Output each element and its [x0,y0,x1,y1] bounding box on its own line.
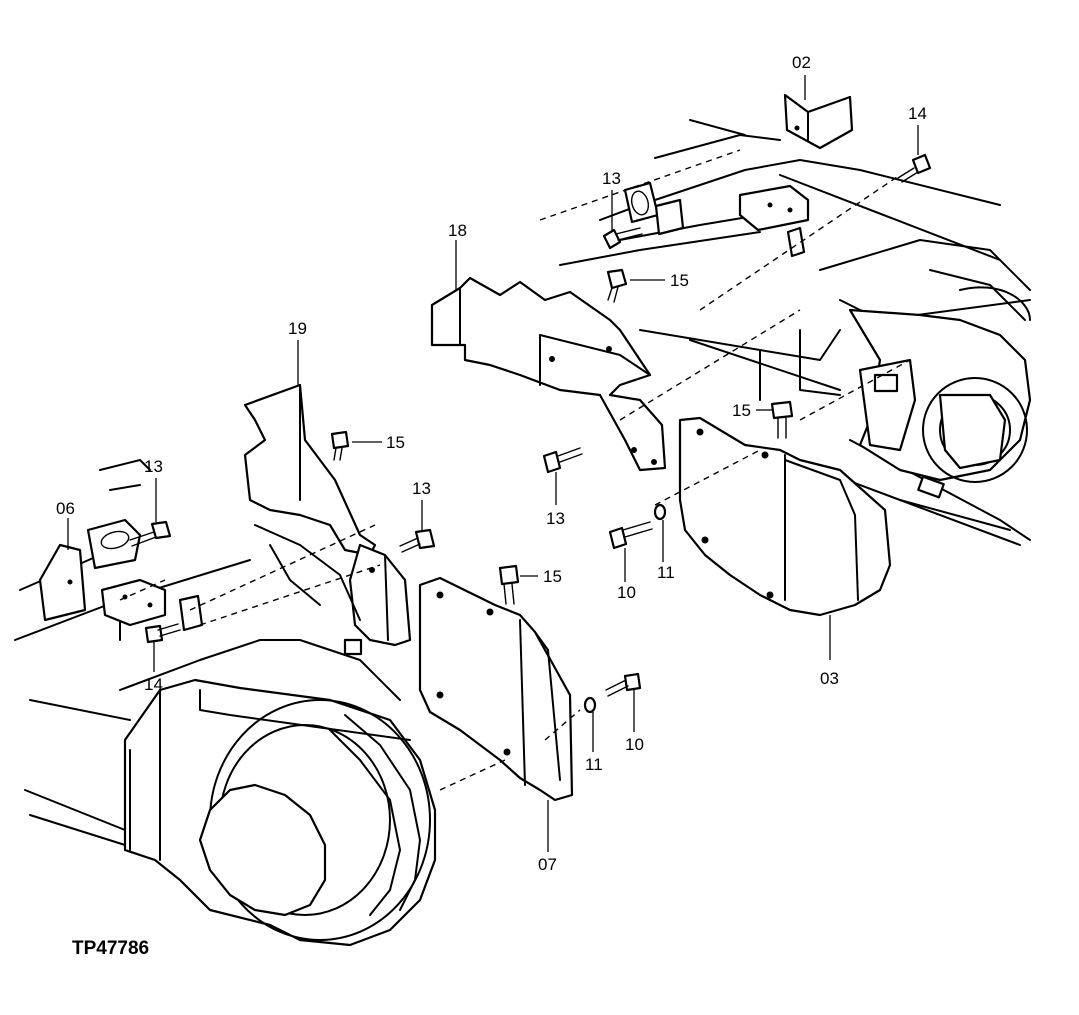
callout-19: 19 [288,319,307,338]
assembly-lines-upper [539,149,911,506]
callout-15-d: 15 [543,567,562,586]
callout-13-top: 13 [602,169,621,188]
callout-11-right: 11 [657,563,675,582]
callout-18: 18 [448,221,467,240]
callout-labels: 02 14 13 18 15 15 13 11 10 03 19 15 13 0… [56,53,927,874]
callout-07: 07 [538,855,557,874]
right-idler-assembly [848,269,1032,499]
callout-02: 02 [792,53,811,72]
upper-mount-bracket [623,181,810,258]
callout-10-lower: 10 [625,735,644,754]
part-03-panel [678,416,892,660]
callout-13-left: 13 [412,479,431,498]
figure-id: TP47786 [72,938,149,959]
left-sprocket-assembly [123,678,437,947]
fasteners-lower [129,430,642,752]
callout-10-right: 10 [617,583,636,602]
part-18-cover [430,240,667,472]
part-06-bracket [38,518,204,632]
callout-13-left-b: 13 [144,457,163,476]
callout-15-c: 15 [386,433,405,452]
callout-15-a: 15 [670,271,689,290]
callout-13-mid: 13 [546,509,565,528]
assembly-lines-lower [119,524,581,791]
part-07-panel [418,576,574,852]
callout-14-top: 14 [908,104,927,123]
callout-06: 06 [56,499,75,518]
callout-15-b: 15 [732,401,751,420]
part-02-bracket [783,75,854,150]
fasteners-upper [542,125,932,582]
callout-03: 03 [820,669,839,688]
part-19-cover [243,340,412,656]
callout-14-left: 14 [144,675,163,694]
callout-11-lower: 11 [585,755,603,774]
